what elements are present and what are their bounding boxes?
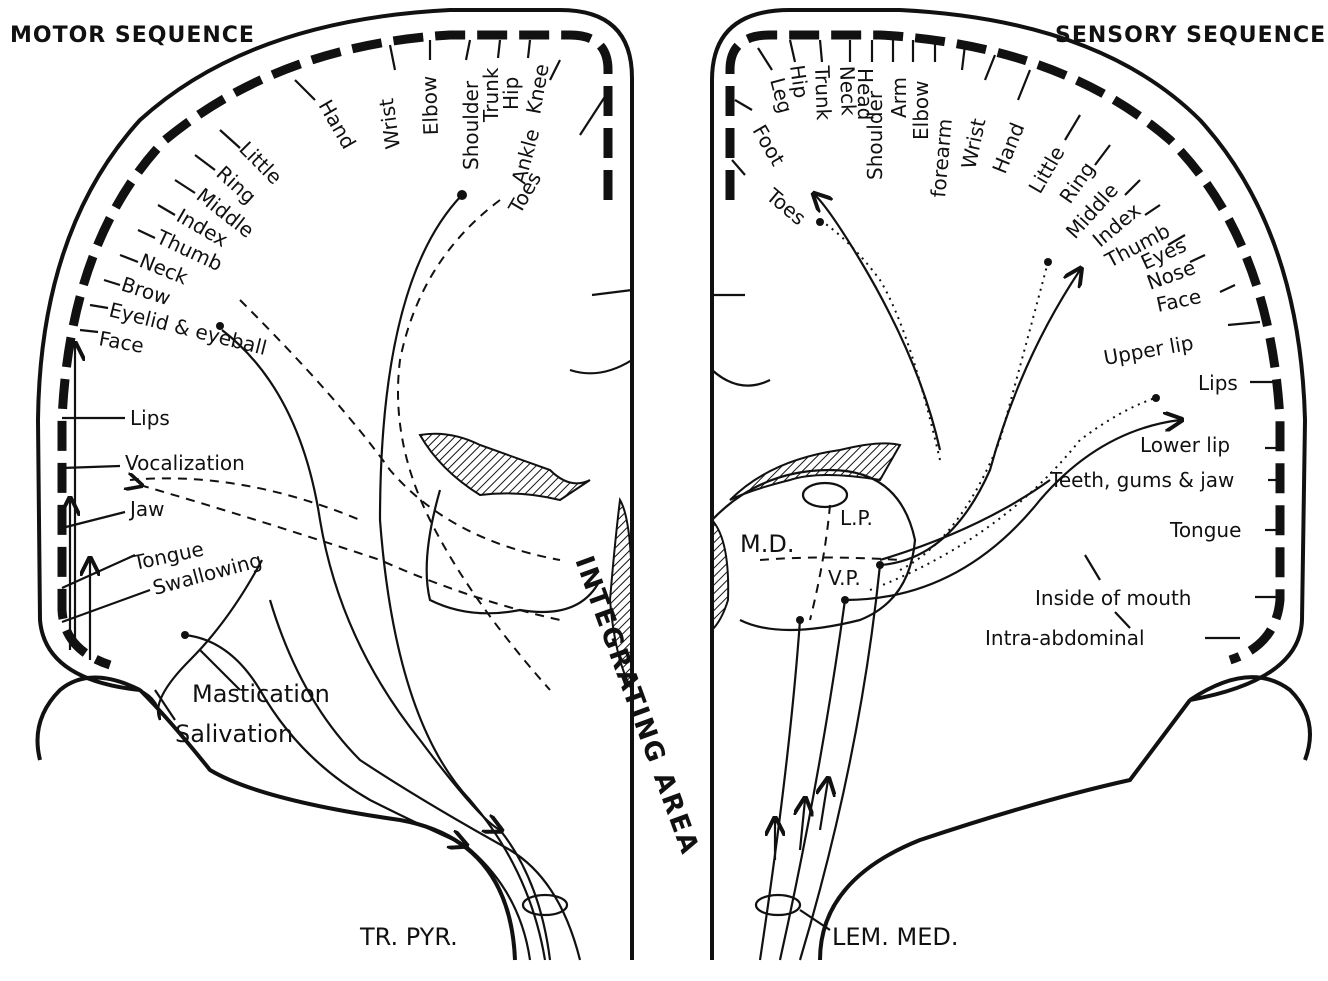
- sensory-label-trunk: Trunk: [810, 64, 836, 121]
- sensory-label-elbow: Elbow: [909, 81, 933, 140]
- pyramidal-fiber-2: [222, 330, 500, 830]
- sensory-label-hand: Hand: [987, 119, 1029, 177]
- integrating-area-label: INTEGRATING AREA: [568, 552, 704, 859]
- sensory-label-foot: Foot: [748, 121, 790, 170]
- right-midline-hatch: [712, 520, 728, 630]
- sensory-label-hip: Hip: [785, 63, 813, 99]
- sensory-label-teeth: Teeth, gums & jaw: [1049, 468, 1234, 492]
- sensory-title: SENSORY SEQUENCE: [1055, 23, 1326, 48]
- left-thalamus-outline: [427, 490, 600, 613]
- left-hatched-nucleus: [420, 434, 590, 500]
- lemniscus-fiber-1: [760, 620, 800, 960]
- thalamus-md: M.D.: [740, 530, 794, 558]
- sensory-label-inside-mouth: Inside of mouth: [1035, 586, 1191, 610]
- motor-label-salivation: Salivation: [175, 720, 293, 748]
- motor-label-wrist: Wrist: [374, 97, 405, 151]
- motor-label-mastication: Mastication: [192, 680, 330, 708]
- sensory-label-lower-lip: Lower lip: [1140, 433, 1230, 457]
- sensory-label-tongue: Tongue: [1169, 518, 1241, 542]
- motor-label-shoulder: Shoulder: [459, 80, 483, 170]
- sensory-label-shoulder: Shoulder: [863, 90, 887, 180]
- sensory-label-toes: Toes: [761, 183, 811, 230]
- motor-label-vocalization: Vocalization: [125, 451, 245, 475]
- sensory-label-arm: Arm: [887, 77, 911, 118]
- motor-inner-contour: [270, 600, 580, 960]
- motor-tract-label: TR. PYR.: [359, 923, 458, 951]
- sensory-label-upper-lip: Upper lip: [1102, 331, 1196, 370]
- motor-label-hand: Hand: [314, 96, 361, 154]
- motor-label-lips: Lips: [130, 406, 170, 430]
- sensory-hemisphere: M.D. L.P. V.P.: [712, 10, 1326, 960]
- motor-label-elbow: Elbow: [417, 75, 443, 135]
- sensory-tract-label: LEM. MED.: [832, 923, 958, 951]
- sensory-label-intra-abdominal: Intra-abdominal: [985, 626, 1145, 650]
- sensory-tract-ring: [756, 895, 800, 915]
- motor-label-face: Face: [97, 326, 146, 357]
- motor-label-jaw: Jaw: [128, 497, 165, 521]
- sensory-proj-toes: [815, 195, 940, 450]
- motor-title: MOTOR SEQUENCE: [10, 23, 255, 48]
- sensory-label-lips: Lips: [1198, 371, 1238, 395]
- thalamus-vp: V.P.: [828, 566, 861, 590]
- motor-label-knee: Knee: [521, 62, 553, 116]
- sensory-label-wrist: Wrist: [956, 116, 990, 171]
- thalamus-lp: L.P.: [840, 506, 873, 530]
- right-hatched-nucleus: [730, 443, 900, 500]
